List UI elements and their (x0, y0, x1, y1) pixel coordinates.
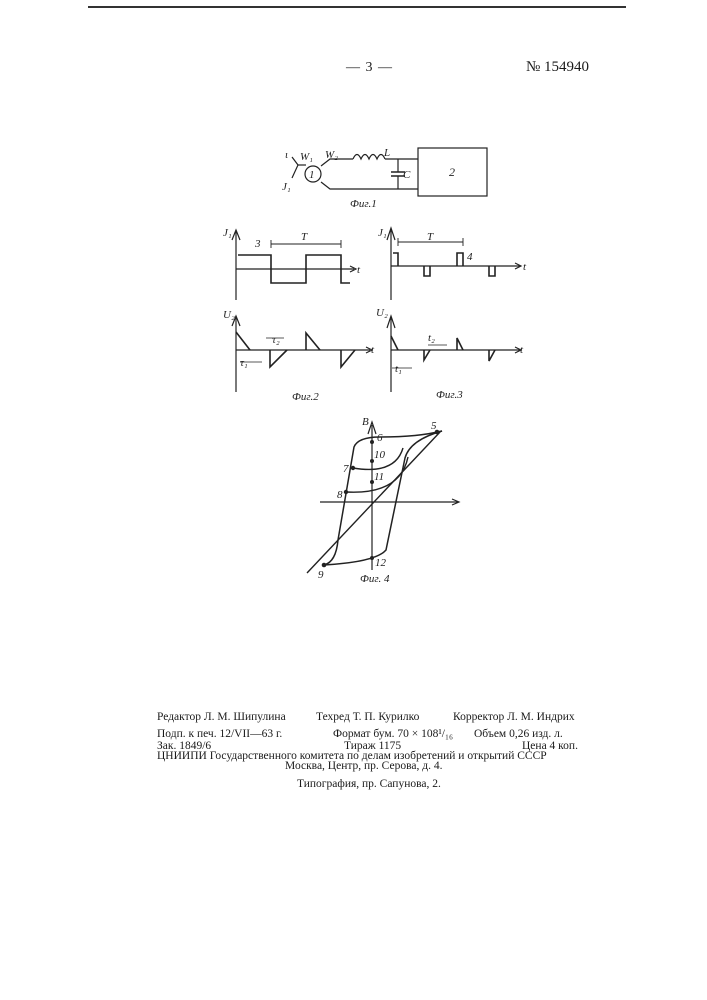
fig2-label-T: T (301, 231, 308, 243)
fig1-label-2: 2 (449, 165, 455, 179)
fig3-label-4: 4 (467, 251, 473, 263)
fig3-label-t-u: t (520, 344, 524, 356)
fig4-label-8: 8 (337, 489, 343, 501)
imprint-format: Формат бум. 70 × 108¹/₁₆ (333, 728, 453, 740)
fig1-label-c: C (403, 169, 411, 181)
fig4-label-10: 10 (374, 449, 386, 461)
fig3-voltage-plot (387, 316, 521, 392)
fig1-label-i: ι (285, 149, 288, 161)
imprint-signed: Подп. к печ. 12/VII—63 г. (157, 728, 282, 740)
fig2-voltage-plot (232, 316, 372, 392)
fig2-label-t: t (357, 264, 361, 276)
fig3-current-plot (387, 228, 521, 300)
fig1-primary-lead (292, 157, 298, 178)
fig4-label-12: 12 (375, 557, 387, 569)
fig2-current-plot (232, 230, 356, 300)
fig4-label-11: 11 (374, 471, 384, 483)
fig3-label-t1: t₁ (395, 363, 402, 375)
fig1-label-j1: J₁ (282, 181, 291, 193)
fig3-label-u2: U₂ (376, 307, 388, 319)
fig4-label-9: 9 (318, 569, 324, 581)
imprint-techred: Техред Т. П. Курилко (316, 711, 419, 723)
fig2-caption: Фиг.2 (292, 391, 319, 403)
fig4-caption: Фиг. 4 (360, 573, 390, 585)
fig4-hysteresis (307, 422, 459, 573)
fig1-label-1: 1 (309, 169, 315, 181)
imprint-address: Москва, Центр, пр. Серова, д. 4. (285, 760, 442, 772)
imprint-corrector: Корректор Л. М. Индрих (453, 711, 575, 723)
fig1-label-l: L (383, 147, 390, 159)
fig1-bottom-wire (321, 182, 418, 189)
fig3-label-t2: t₂ (428, 332, 435, 344)
fig2-label-tau2: τ₂ (272, 334, 280, 346)
fig4-label-B: B (362, 416, 369, 428)
fig4-label-6: 6 (377, 432, 383, 444)
fig4-label-7: 7 (343, 463, 349, 475)
fig3-label-T: T (427, 231, 434, 243)
fig3-label-j1: J₁ (378, 227, 387, 239)
fig3-label-t: t (523, 261, 527, 273)
fig1-label-w1: W₁ (300, 151, 313, 163)
fig1-label-w2: W₂ (325, 149, 338, 161)
imprint-printer: Типография, пр. Сапунова, 2. (297, 778, 441, 790)
fig2-label-t-u: t (371, 344, 375, 356)
imprint-editor: Редактор Л. М. Шипулина (157, 711, 286, 723)
fig2-label-tau1: τ₁ (240, 357, 248, 369)
fig2-label-j1: J₁ (223, 227, 232, 239)
fig1-caption: Фиг.1 (350, 198, 377, 210)
fig1-inductor (353, 155, 385, 160)
fig4-label-5: 5 (431, 420, 437, 432)
fig2-label-3: 3 (254, 238, 261, 250)
fig2-label-u2: U₂ (223, 309, 235, 321)
imprint-volume: Объем 0,26 изд. л. (474, 728, 563, 740)
fig3-caption: Фиг.3 (436, 389, 463, 401)
